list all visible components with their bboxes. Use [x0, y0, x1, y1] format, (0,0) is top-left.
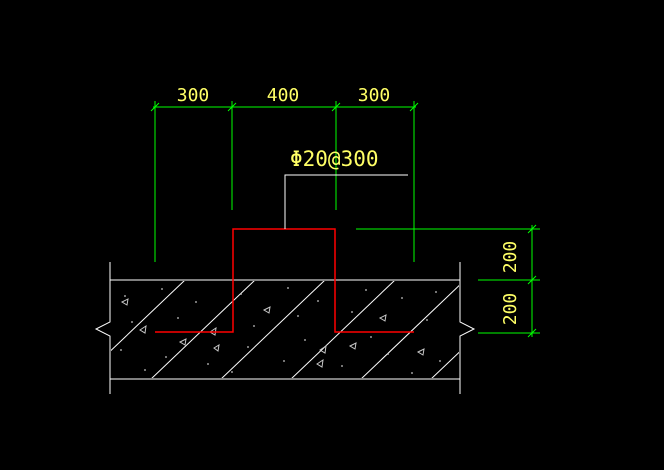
rebar-spec-label: Φ20@300: [290, 147, 379, 171]
rebar-shape: [155, 228, 414, 333]
slab-hatch: [111, 281, 459, 378]
top-dimension-labels: 300 400 300: [177, 85, 391, 106]
dimension-label-lower: 200: [500, 293, 521, 326]
right-dimension-chain: [356, 224, 540, 338]
top-dimension-chain: [150, 101, 419, 262]
dimension-label-middle: 400: [267, 85, 300, 106]
concrete-slab-section: [94, 262, 476, 394]
dimension-label-left: 300: [177, 85, 210, 106]
dimension-label-right: 300: [358, 85, 391, 106]
aggregate-dots: [120, 287, 441, 374]
right-dimension-labels: 200 200: [500, 241, 521, 326]
slab-outline: [94, 262, 476, 394]
aggregate-triangles: [120, 298, 425, 368]
dimension-label-upper: 200: [500, 241, 521, 274]
rebar-leader: [284, 174, 408, 229]
